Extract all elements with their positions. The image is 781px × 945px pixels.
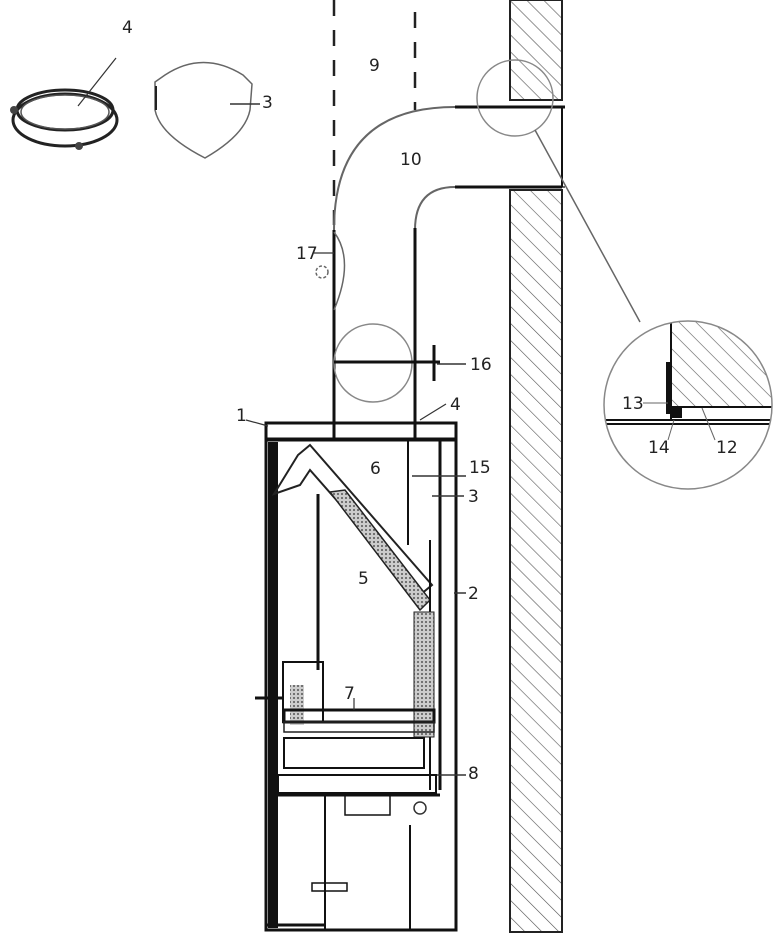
chimney-extension-9 (332, 0, 417, 225)
label-part-16: 16 (470, 355, 492, 375)
label-part-15: 15 (469, 458, 491, 478)
label-part-3-plate: 3 (262, 93, 273, 113)
label-part-4-collar: 4 (450, 395, 461, 415)
label-part-1: 1 (236, 406, 247, 426)
cover-plate-part-3 (154, 61, 260, 159)
stove-body (245, 403, 466, 932)
label-part-5: 5 (358, 569, 369, 589)
label-part-14: 14 (648, 438, 670, 458)
label-part-4-ring: 4 (122, 18, 133, 38)
wall (509, 0, 563, 933)
label-part-9: 9 (369, 56, 380, 76)
label-part-12: 12 (716, 438, 738, 458)
flue-elbow-10 (333, 59, 641, 323)
flue-pipe (314, 228, 466, 440)
label-part-6: 6 (370, 459, 381, 479)
label-part-13: 13 (622, 394, 644, 414)
collar-ring-part-4 (10, 57, 119, 150)
label-part-7: 7 (344, 684, 355, 704)
label-part-17: 17 (296, 244, 318, 264)
label-part-8: 8 (468, 764, 479, 784)
label-part-3-side: 3 (468, 487, 479, 507)
label-part-10: 10 (400, 150, 422, 170)
label-part-2: 2 (468, 584, 479, 604)
